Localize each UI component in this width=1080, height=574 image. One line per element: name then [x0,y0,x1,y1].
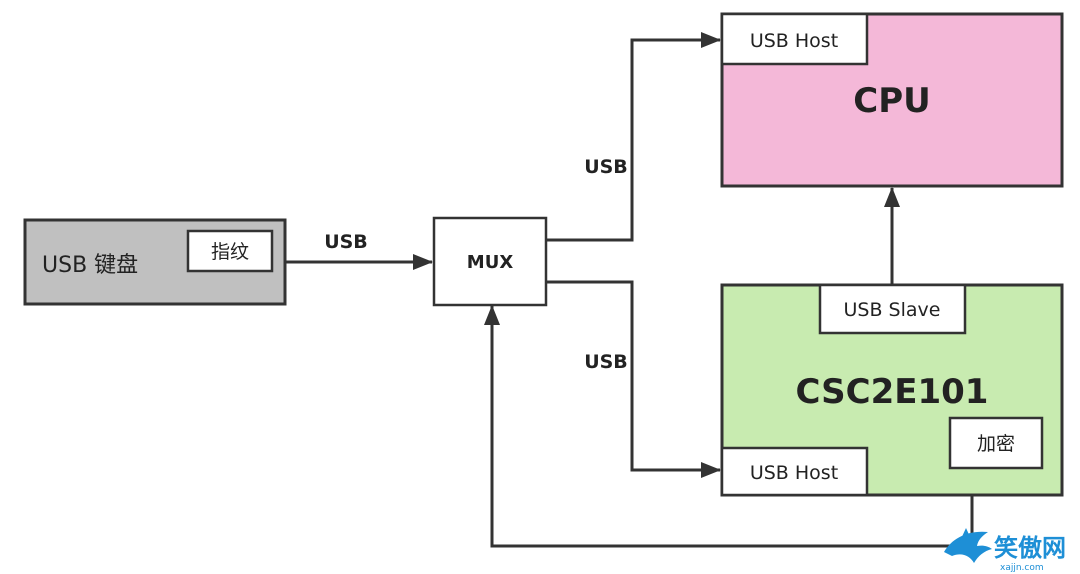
cpu-box [720,12,1064,188]
csc-to-mux-control-line [484,305,974,548]
watermark-text: 笑傲网 [994,534,1066,562]
mux-to-csc-connector [546,280,721,478]
usb-keyboard-label: USB 键盘 [42,253,138,278]
encryption-badge-label: 加密 [977,433,1015,455]
fingerprint-badge-box [186,229,274,273]
usb-keyboard-block: USB 键盘 指纹 [23,218,287,306]
cpu-usb-host-port-box [720,12,869,66]
mux-to-csc-label: USB [584,351,628,373]
csc2e101-label: CSC2E101 [796,372,989,412]
csc-usb-host-port-label: USB Host [750,462,838,484]
cpu-label: CPU [853,81,930,121]
mux-to-cpu-connector [546,32,721,242]
watermark: 笑傲网 xajjn.com [944,528,1066,573]
usb-slave-port-label: USB Slave [844,299,941,321]
mux-label: MUX [467,252,514,273]
cpu-block: USB Host CPU [720,12,1064,188]
shark-logo-icon [944,528,992,563]
encryption-badge-box [948,416,1044,470]
csc2e101-block: USB Slave CSC2E101 加密 USB Host [720,283,1064,497]
fingerprint-badge-label: 指纹 [211,241,249,263]
usb-slave-port-box [818,283,967,335]
mux-block: MUX [432,216,548,307]
mux-to-cpu-label: USB [584,156,628,178]
cpu-usb-host-port-label: USB Host [750,30,838,52]
kbd-to-mux-label: USB [324,231,368,253]
csc-usb-host-port-box [720,446,869,497]
watermark-url: xajjn.com [1000,563,1044,573]
